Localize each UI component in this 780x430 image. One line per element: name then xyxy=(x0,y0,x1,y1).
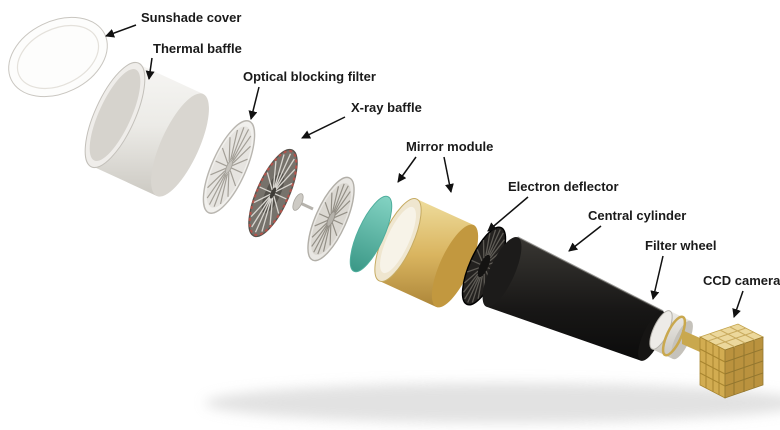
mirror-module-shape xyxy=(349,195,479,308)
label-optical-blocking-filter: Optical blocking filter xyxy=(243,69,376,84)
labels: Sunshade cover Thermal baffle Optical bl… xyxy=(141,10,780,288)
label-thermal-baffle: Thermal baffle xyxy=(153,41,242,56)
central-cylinder-shape xyxy=(482,236,666,361)
ground-shadow xyxy=(205,383,780,423)
label-electron-deflector: Electron deflector xyxy=(508,179,619,194)
ccd-grid-right xyxy=(724,340,764,395)
arrow-mirror-module-right xyxy=(443,156,454,193)
callout-arrows xyxy=(105,24,744,318)
sunshade-cover-shape xyxy=(8,16,108,98)
mirror-aperture-wheel-shape xyxy=(299,172,364,267)
thermal-baffle-shape xyxy=(84,61,209,197)
arrow-thermal-baffle xyxy=(145,57,155,80)
teal-filter-disc xyxy=(349,195,393,273)
ccd-camera-shape xyxy=(682,323,765,399)
arrow-mirror-module-left xyxy=(397,156,417,183)
arrow-sunshade-cover xyxy=(105,24,137,38)
arrow-central-cylinder xyxy=(568,225,602,252)
label-ccd-camera: CCD camera xyxy=(703,273,780,288)
ccd-grid-top xyxy=(707,326,756,348)
arrow-ccd-camera xyxy=(732,290,744,318)
arrow-electron-deflector xyxy=(487,196,529,232)
optical-blocking-filter-shape xyxy=(193,114,265,219)
label-central-cylinder: Central cylinder xyxy=(588,208,686,223)
ccd-grid-front xyxy=(699,340,726,395)
connector-pin-shape xyxy=(292,193,314,211)
arrow-x-ray-baffle xyxy=(301,116,346,139)
label-mirror-module: Mirror module xyxy=(406,139,493,154)
label-x-ray-baffle: X-ray baffle xyxy=(351,100,422,115)
x-ray-baffle-shape xyxy=(239,144,306,243)
label-sunshade-cover: Sunshade cover xyxy=(141,10,241,25)
arrow-optical-blocking-filter xyxy=(248,86,260,120)
label-filter-wheel: Filter wheel xyxy=(645,238,717,253)
arrow-filter-wheel xyxy=(650,255,664,300)
